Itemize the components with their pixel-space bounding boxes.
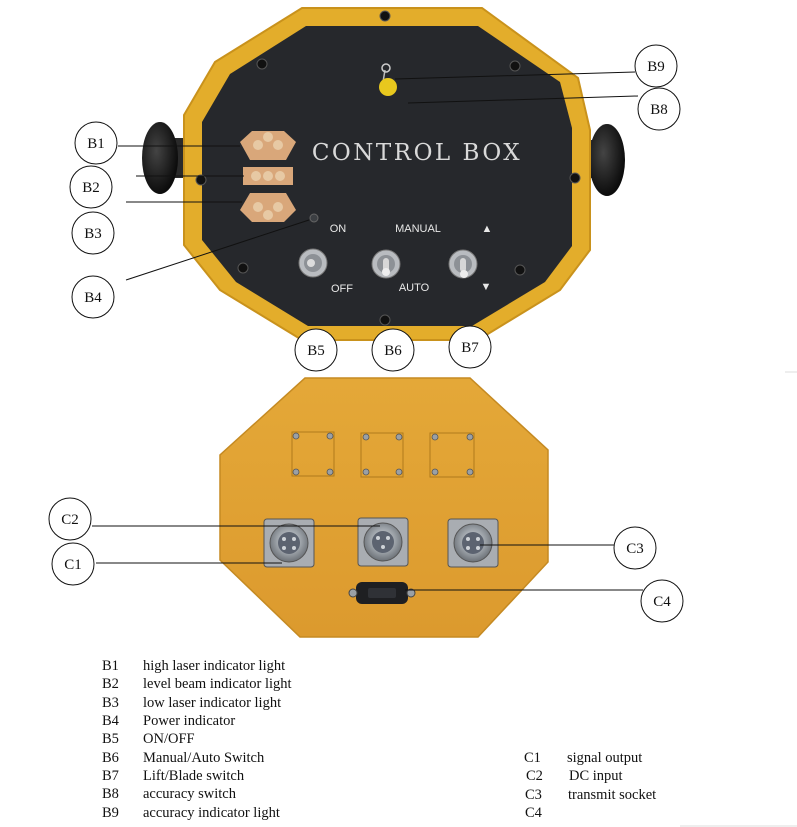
panel-screws [195, 10, 581, 326]
legend-desc: accuracy indicator light [143, 804, 280, 821]
legend-code: C3 [525, 786, 542, 803]
legend-code: B2 [102, 676, 119, 693]
legend-b: B1 high laser indicator light B2 level b… [102, 658, 462, 826]
callout-b2-label: B2 [82, 180, 100, 196]
legend-desc: signal output [567, 750, 643, 766]
back-housing [219, 377, 549, 638]
high-laser-indicator [240, 131, 296, 160]
auto-label: AUTO [399, 282, 430, 294]
transmit-socket [447, 518, 499, 568]
plate-screws [292, 432, 474, 476]
legend-code: C4 [525, 805, 542, 821]
dc-input-socket [357, 517, 409, 567]
legend-code: B5 [102, 731, 119, 748]
level-beam-indicator [243, 167, 293, 185]
legend-code: B4 [102, 713, 119, 729]
top-callout-labels: B1 B2 B3 B4 B5 B6 B7 B8 B9 [82, 59, 668, 359]
control-box-front: CONTROL BOX ON OFF MANUAL AUTO ▲ ▼ [142, 7, 625, 341]
down-arrow-icon: ▼ [481, 281, 492, 293]
power-indicator-light [309, 213, 319, 223]
callout-b7-label: B7 [461, 340, 479, 356]
legend-desc: level beam indicator light [143, 676, 292, 693]
callout-b4-label: B4 [84, 290, 102, 306]
legend-desc: Power indicator [143, 713, 236, 729]
legend-code: B6 [102, 749, 119, 766]
low-laser-indicator [240, 193, 296, 222]
control-box-back [219, 377, 549, 638]
legend-code: B3 [102, 694, 119, 711]
signal-output-socket [263, 518, 315, 568]
callout-b9-label: B9 [647, 59, 665, 75]
callout-b6-label: B6 [384, 343, 402, 359]
legend-desc: Manual/Auto Switch [143, 749, 265, 766]
c4-port [348, 582, 416, 604]
bottom-callout-labels: C1 C2 C3 C4 [61, 512, 671, 610]
legend-code: B7 [102, 768, 119, 784]
legend-desc: transmit socket [568, 786, 657, 803]
callout-b4 [71, 275, 115, 319]
legend-desc: DC input [569, 768, 623, 785]
control-box-title: CONTROL BOX [312, 140, 522, 166]
up-arrow-icon: ▲ [482, 223, 493, 235]
callout-b5 [294, 328, 338, 372]
legend-desc: Lift/Blade switch [143, 768, 245, 784]
lift-blade-switch[interactable] [448, 249, 478, 279]
off-label: OFF [331, 283, 353, 295]
screw-plates [291, 431, 475, 478]
legend-code: B1 [102, 658, 119, 674]
callout-c2-label: C2 [61, 512, 79, 528]
callout-c4 [640, 579, 684, 623]
on-off-switch[interactable] [298, 248, 328, 278]
callout-b5-label: B5 [307, 343, 325, 359]
callout-c4-label: C4 [653, 594, 671, 610]
manual-auto-switch[interactable] [371, 249, 401, 279]
manual-label: MANUAL [395, 223, 441, 235]
callout-b1 [74, 121, 118, 165]
callout-b3 [71, 211, 115, 255]
legend-code: C1 [524, 750, 541, 766]
callout-c2 [48, 497, 92, 541]
bottom-callouts [48, 497, 684, 623]
callout-b9 [634, 44, 678, 88]
legend-desc: high laser indicator light [143, 658, 286, 674]
callout-c3 [613, 526, 657, 570]
callout-b6 [371, 328, 415, 372]
callout-b7 [448, 325, 492, 369]
callout-c3-label: C3 [626, 541, 644, 557]
callout-c1-label: C1 [64, 557, 82, 573]
callout-b2 [69, 165, 113, 209]
callout-b8 [637, 87, 681, 131]
top-callouts [69, 44, 681, 372]
accuracy-indicator-light [379, 63, 397, 96]
legend-desc: accuracy switch [143, 786, 236, 803]
legend-code: B9 [102, 804, 119, 821]
legend-c: C1 signal output C2 DC input C3 transmit… [524, 750, 724, 826]
legend-desc: low laser indicator light [143, 694, 282, 711]
callout-b8-label: B8 [650, 102, 668, 118]
callout-c1 [51, 542, 95, 586]
legend-code: C2 [526, 768, 543, 785]
callout-b3-label: B3 [84, 226, 102, 242]
on-label: ON [330, 223, 347, 235]
callout-b1-label: B1 [87, 136, 105, 152]
legend-code: B8 [102, 786, 119, 803]
legend-desc: ON/OFF [143, 731, 195, 748]
